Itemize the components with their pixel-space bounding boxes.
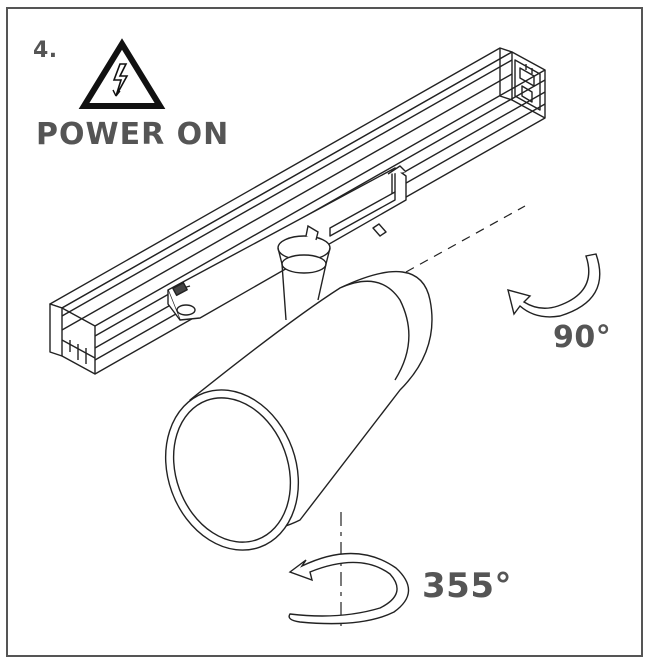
spin-guide: [288, 512, 410, 632]
tilt-angle-label: 90°: [553, 320, 612, 355]
step-number: 4.: [33, 38, 58, 63]
mount-stem: [277, 224, 331, 321]
spin-angle-label: 355°: [422, 566, 512, 606]
tilt-guide: [405, 205, 601, 318]
spotlight-head: [164, 270, 433, 551]
diagram-frame: [6, 7, 643, 657]
electric-hazard-triangle-icon: [78, 38, 166, 109]
power-on-label: POWER ON: [36, 117, 230, 152]
